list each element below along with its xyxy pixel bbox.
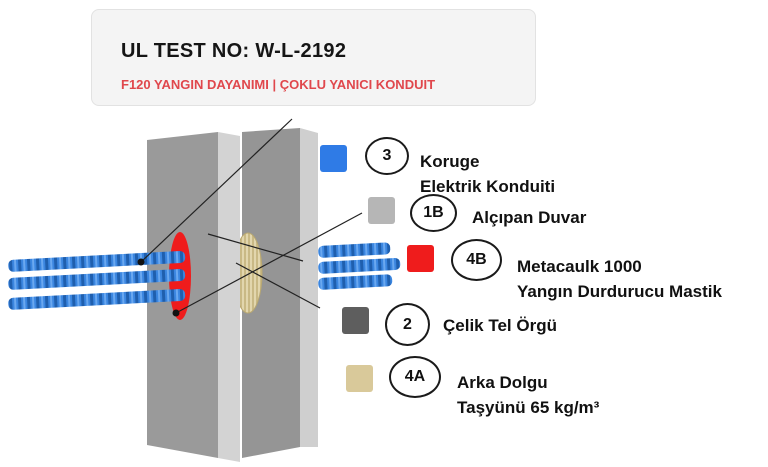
legend-label-sealant-1: Metacaulk 1000 <box>517 257 642 276</box>
badge-2: 2 <box>385 303 430 346</box>
test-number-title: UL TEST NO: W-L-2192 <box>121 40 347 62</box>
leader-dot <box>137 258 145 266</box>
leader-lines <box>140 118 363 314</box>
legend-label-mineral-wool-2: Taşyünü 65 kg/m³ <box>457 398 600 417</box>
conduit-bundle-left <box>8 250 186 310</box>
rating-subtitle: F120 YANGIN DAYANIMI | ÇOKLU YANICI KOND… <box>121 77 436 92</box>
badge-4a: 4A <box>389 356 441 398</box>
leader-dot <box>172 309 180 317</box>
legend-label-wire-mesh: Çelik Tel Örgü <box>443 316 557 335</box>
legend-label-sealant-2: Yangın Durdurucu Mastik <box>517 282 722 301</box>
conduit-swatch <box>320 145 347 172</box>
title-card: UL TEST NO: W-L-2192 F120 YANGIN DAYANIM… <box>91 9 536 106</box>
legend-label-conduit-2: Elektrik Konduiti <box>420 177 556 196</box>
legend-label-gypsum: Alçıpan Duvar <box>472 208 587 227</box>
gypsum-swatch <box>368 197 395 224</box>
badge-1b: 1B <box>410 194 457 232</box>
sealant-swatch <box>407 245 434 272</box>
badge-3: 3 <box>365 137 409 175</box>
legend-label-conduit-1: Koruge <box>420 152 480 171</box>
badge-4b: 4B <box>451 239 502 281</box>
wire-mesh-swatch <box>342 307 369 334</box>
gypsum-wall-back <box>242 128 318 458</box>
conduit-bundle-right <box>318 242 401 290</box>
legend-label-mineral-wool-1: Arka Dolgu <box>457 373 548 392</box>
mineral-wool-swatch <box>346 365 373 392</box>
